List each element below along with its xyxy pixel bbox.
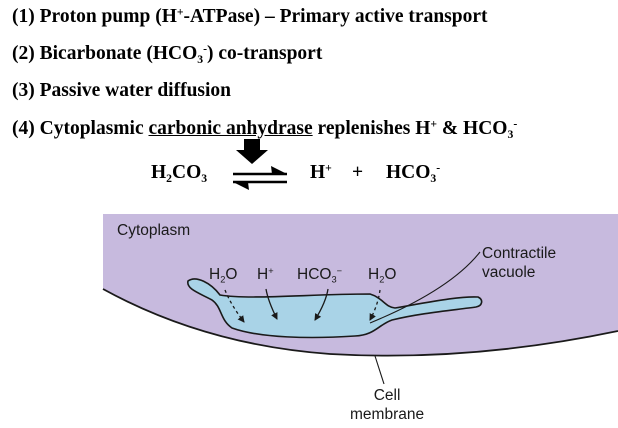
cell-membrane-line (102, 288, 618, 357)
bicarbonate-arrow (314, 288, 329, 321)
enzyme-action-arrow-icon (236, 139, 268, 164)
water-molecule-left: H2O (209, 266, 238, 285)
carbonic-acid: H2CO3 (151, 162, 208, 186)
proton: H+ (310, 161, 332, 183)
bicarbonate-molecule: HCO3− (297, 265, 343, 285)
contractile-vacuole (187, 278, 483, 339)
vacuole-leader-line (369, 251, 481, 324)
cytoplasm-label: Cytoplasm (117, 222, 191, 239)
step-3: (3) Passive water diffusion (12, 80, 232, 101)
step-1: (1) Proton pump (H+-ATPase) – Primary ac… (12, 5, 488, 27)
proton-molecule: H+ (257, 265, 274, 283)
proton-arrow (265, 288, 278, 320)
water-molecule-right: H2O (368, 266, 397, 285)
membrane-leader-line (374, 355, 385, 385)
step-2: (2) Bicarbonate (HCO3-) co-transport (12, 42, 323, 67)
water-in-arrow-right (369, 289, 381, 321)
equilibrium-arrows-icon (233, 166, 287, 190)
bicarbonate: HCO3- (386, 161, 441, 186)
carbonic-anhydrase-term: carbonic anhydrase (148, 118, 313, 139)
step-4: (4) Cytoplasmic carbonic anhydrase reple… (12, 117, 518, 142)
water-in-arrow-left (224, 289, 245, 323)
plus-sign: + (352, 162, 364, 183)
